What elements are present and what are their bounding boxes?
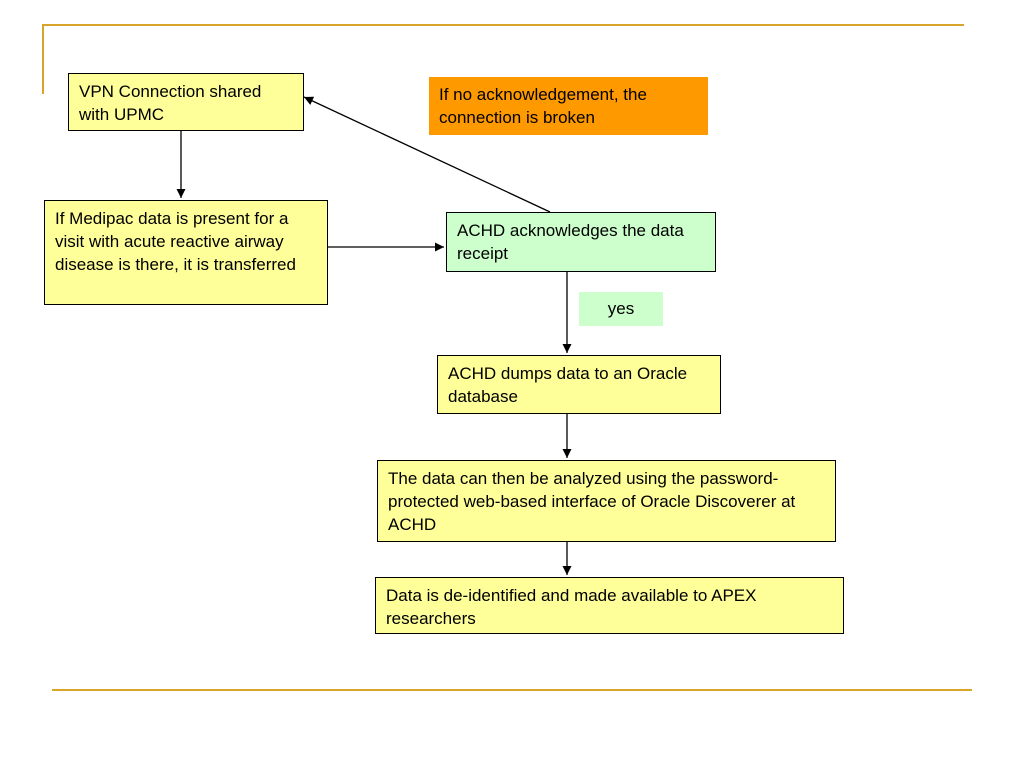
node-vpn-connection: VPN Connection shared with UPMC [68, 73, 304, 131]
left-rule [42, 24, 44, 94]
node-data-deidentified: Data is de-identified and made available… [375, 577, 844, 634]
node-data-analyzed: The data can then be analyzed using the … [377, 460, 836, 542]
yes-label: yes [579, 292, 663, 326]
bottom-rule [52, 689, 972, 691]
node-achd-acknowledges: ACHD acknowledges the data receipt [446, 212, 716, 272]
node-achd-dumps-data: ACHD dumps data to an Oracle database [437, 355, 721, 414]
node-medipac-transfer: If Medipac data is present for a visit w… [44, 200, 328, 305]
node-no-acknowledgement: If no acknowledgement, the connection is… [429, 77, 708, 135]
top-rule [42, 24, 964, 26]
